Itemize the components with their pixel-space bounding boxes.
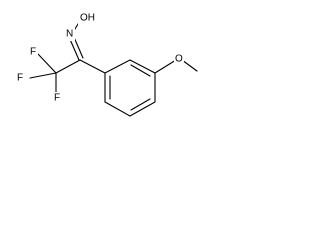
chemical-structure: OH N F F F O: [16, 12, 198, 117]
bond-c-f-left: [29, 72, 57, 79]
ring-inner-double-1: [130, 64, 151, 77]
bond-cf3-coxime: [55, 59, 81, 74]
ring-bond-2: [129, 59, 156, 74]
atom-labels: OH N F F F O: [16, 12, 184, 105]
fluorine-bottom-label: F: [54, 93, 60, 104]
bond-o-ch3: [181, 59, 198, 72]
bonds: [29, 18, 198, 117]
bond-ring-o: [154, 59, 177, 74]
oxime-nitrogen-label: N: [66, 29, 73, 40]
fluorine-left-label: F: [17, 73, 23, 84]
methoxy-oxygen-label: O: [175, 54, 183, 65]
ring-bond-5: [104, 101, 131, 117]
ring-bond-4: [129, 101, 156, 117]
bond-coxime-ring: [79, 59, 106, 74]
ring-inner-double-2: [130, 98, 151, 111]
fluorine-top-label: F: [30, 47, 36, 58]
hydroxyl-label: OH: [80, 13, 95, 24]
ring-bond-1: [104, 59, 131, 74]
bond-c-f-top: [37, 53, 57, 74]
